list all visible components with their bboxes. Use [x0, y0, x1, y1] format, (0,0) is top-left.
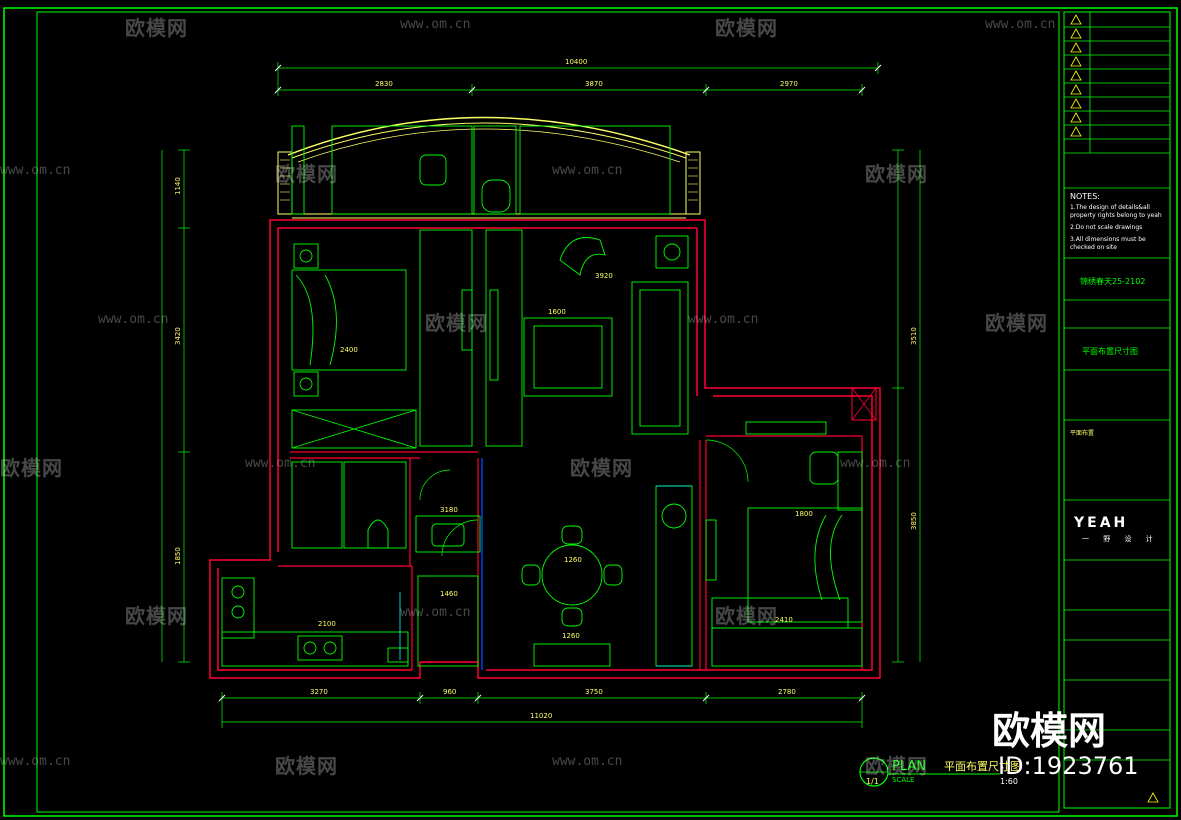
- watermark-brand: 欧模网: [865, 754, 928, 778]
- project-name: 锦绣春天25-2102: [1080, 277, 1146, 286]
- sheet-label: 平面布置: [1070, 430, 1095, 437]
- room-dim-4: 2100: [318, 620, 336, 628]
- dim-bottom-total: 11020: [530, 712, 552, 720]
- walls: [209, 219, 881, 679]
- watermark-url: www.om.cn: [840, 456, 911, 471]
- scale-value: 1:60: [1000, 777, 1018, 786]
- dim-left-0: 1140: [174, 177, 182, 195]
- company-sub: 一 野 设 计: [1082, 535, 1159, 543]
- watermark-url: www.om.cn: [245, 456, 316, 471]
- dim-top-0: 2830: [375, 80, 393, 88]
- room-dim-8: 1460: [440, 590, 458, 598]
- note-1: property rights belong to yeah: [1070, 212, 1162, 219]
- room-dim-5: 2410: [775, 616, 793, 624]
- outer-border: [3, 7, 1178, 817]
- watermark-brand: 欧模网: [125, 604, 188, 628]
- watermark-brand: 欧模网: [715, 604, 778, 628]
- room-dim-3: 1260: [562, 632, 580, 640]
- dim-top-2: 2970: [780, 80, 798, 88]
- room-dim-1: 2400: [340, 346, 358, 354]
- room-dim-6: 1800: [795, 510, 813, 518]
- dim-left-1: 3420: [174, 327, 182, 345]
- inner-border: [36, 11, 1060, 813]
- watermark-brand: 欧模网: [985, 311, 1048, 335]
- watermark-brand: 欧模网: [275, 162, 338, 186]
- drawing-name: 平面布置尺寸图: [1082, 347, 1138, 356]
- watermark-brand: 欧模网: [425, 311, 488, 335]
- plan-label: PLAN: [892, 759, 926, 774]
- plan-title-cn: 平面布置尺寸图: [944, 759, 1021, 773]
- scale-word: SCALE: [892, 776, 914, 784]
- watermark-url: www.om.cn: [985, 17, 1056, 32]
- dim-top-total: 10400: [565, 58, 587, 66]
- watermark-url: www.om.cn: [98, 312, 169, 327]
- company-logo: YEAH: [1074, 515, 1129, 531]
- watermark-brand: 欧模网: [0, 456, 63, 480]
- dim-right-0: 3510: [910, 327, 918, 345]
- room-dim-7: 3920: [595, 272, 613, 280]
- watermark-url: www.om.cn: [0, 754, 71, 769]
- watermark-id: ID:1923761: [998, 752, 1139, 780]
- dim-bottom-1: 960: [443, 688, 456, 696]
- dim-bottom-0: 3270: [310, 688, 328, 696]
- dim-top-1: 3870: [585, 80, 603, 88]
- note-2: 2.Do not scale drawings: [1070, 224, 1143, 231]
- watermark-url: www.om.cn: [0, 163, 71, 178]
- note-4: checked on site: [1070, 244, 1117, 251]
- watermark-brand: 欧模网: [715, 16, 778, 40]
- watermark-big-brand: 欧模网: [992, 709, 1107, 753]
- title-block: [1063, 11, 1171, 809]
- watermark-url: www.om.cn: [688, 312, 759, 327]
- note-3: 3.All dimensions must be: [1070, 236, 1146, 243]
- watermark-brand: 欧模网: [275, 754, 338, 778]
- dim-left-2: 1850: [174, 547, 182, 565]
- watermark-url: www.om.cn: [552, 754, 623, 769]
- watermark-url: www.om.cn: [552, 163, 623, 178]
- balcony-arch: [287, 116, 691, 156]
- room-dim-9: 3180: [440, 506, 458, 514]
- watermark-url: www.om.cn: [400, 605, 471, 620]
- watermark-brand: 欧模网: [865, 162, 928, 186]
- note-0: 1.The design of details&all: [1070, 204, 1150, 211]
- dim-bottom-2: 3750: [585, 688, 603, 696]
- room-dim-2: 1260: [564, 556, 582, 564]
- dim-right-1: 3850: [910, 512, 918, 530]
- watermark-brand: 欧模网: [570, 456, 633, 480]
- watermark-brand: 欧模网: [125, 16, 188, 40]
- sheet-number: 1/1: [866, 777, 879, 786]
- notes-title: NOTES:: [1070, 192, 1100, 201]
- room-dim-0: 1600: [548, 308, 566, 316]
- dim-bottom-3: 2780: [778, 688, 796, 696]
- watermark-url: www.om.cn: [400, 17, 471, 32]
